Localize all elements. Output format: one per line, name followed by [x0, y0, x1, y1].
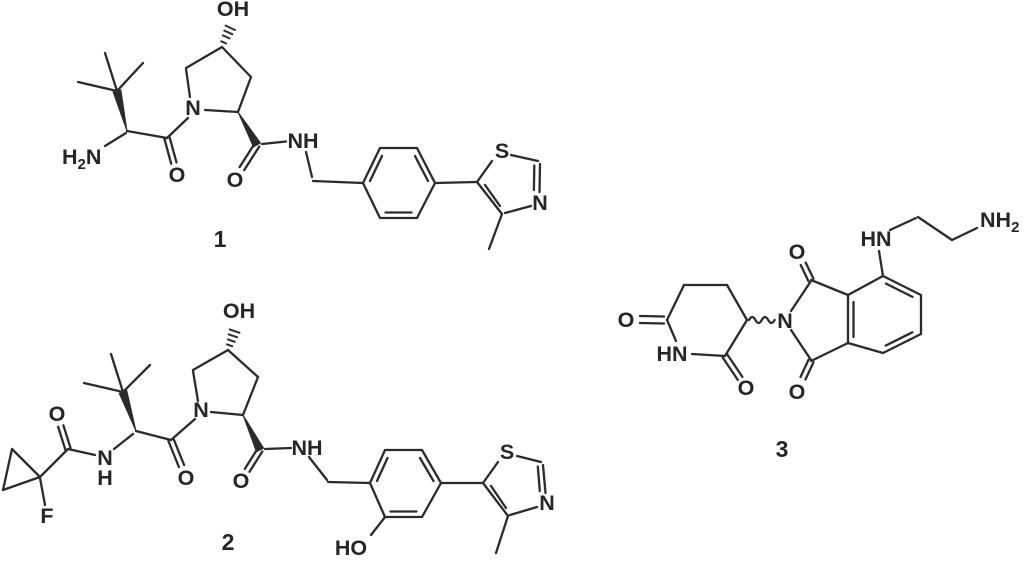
atom-label-glutarimide-o-bottom-3: O: [738, 376, 755, 400]
atom-label-phthalimide-o-top-3: O: [789, 240, 806, 264]
compound-2-label: 2: [222, 529, 235, 555]
compound-1-skeleton: [76, 24, 542, 251]
compound-3-label: 3: [776, 436, 789, 462]
atom-label-amine-1: H2N: [62, 145, 101, 173]
atom-label-hydroxyl-1: OH: [217, 0, 249, 21]
atom-label-acyl-o-1: O: [169, 163, 186, 187]
atom-label-amide-nh-1: NH: [287, 129, 318, 153]
atom-label-fluoro-2: F: [40, 504, 53, 528]
atom-label-acyl-o-2: O: [178, 466, 195, 490]
atom-label-cyclopropyl-acyl-o-2: O: [49, 402, 66, 426]
atom-label-phenol-ho-2: HO: [335, 536, 367, 560]
compound-3-skeleton: [638, 215, 979, 382]
compound-1: OH N H2N O O NH S N 1: [62, 0, 548, 252]
atom-label-imide-n-3: N: [777, 309, 793, 333]
atom-label-thiazole-n-1: N: [532, 191, 548, 215]
atom-label-amide1-n-2: N: [97, 446, 113, 470]
atom-label-thiazole-s-1: S: [495, 139, 509, 163]
atom-label-pyrrolidine-n-1: N: [185, 96, 201, 120]
compound-2-skeleton: [1, 328, 547, 555]
atom-label-thiazole-s-2: S: [500, 440, 514, 464]
atom-label-terminal-amine-3: NH2: [980, 208, 1019, 236]
atom-label-glutarimide-o-left-3: O: [618, 308, 635, 332]
compound-2: O F N H OH N O O NH HO S N 2: [1, 299, 555, 560]
atom-label-glutarimide-hn-3: HN: [656, 342, 687, 366]
atom-label-thiazole-n-2: N: [539, 491, 555, 515]
compound-3: O HN O N O O HN NH2 3: [618, 208, 1020, 462]
compound-1-label: 1: [214, 226, 227, 252]
atom-label-aniline-hn-3: HN: [860, 227, 891, 251]
atom-label-amide1-h-2: H: [97, 466, 113, 490]
atom-label-amide2-o-2: O: [233, 469, 250, 493]
atom-label-amide-o-1: O: [227, 168, 244, 192]
atom-label-hydroxyl-2: OH: [223, 299, 255, 323]
atom-label-amide2-nh-2: NH: [291, 436, 322, 460]
atom-label-phthalimide-o-bottom-3: O: [789, 380, 806, 404]
atom-label-pyrrolidine-n-2: N: [193, 398, 209, 422]
